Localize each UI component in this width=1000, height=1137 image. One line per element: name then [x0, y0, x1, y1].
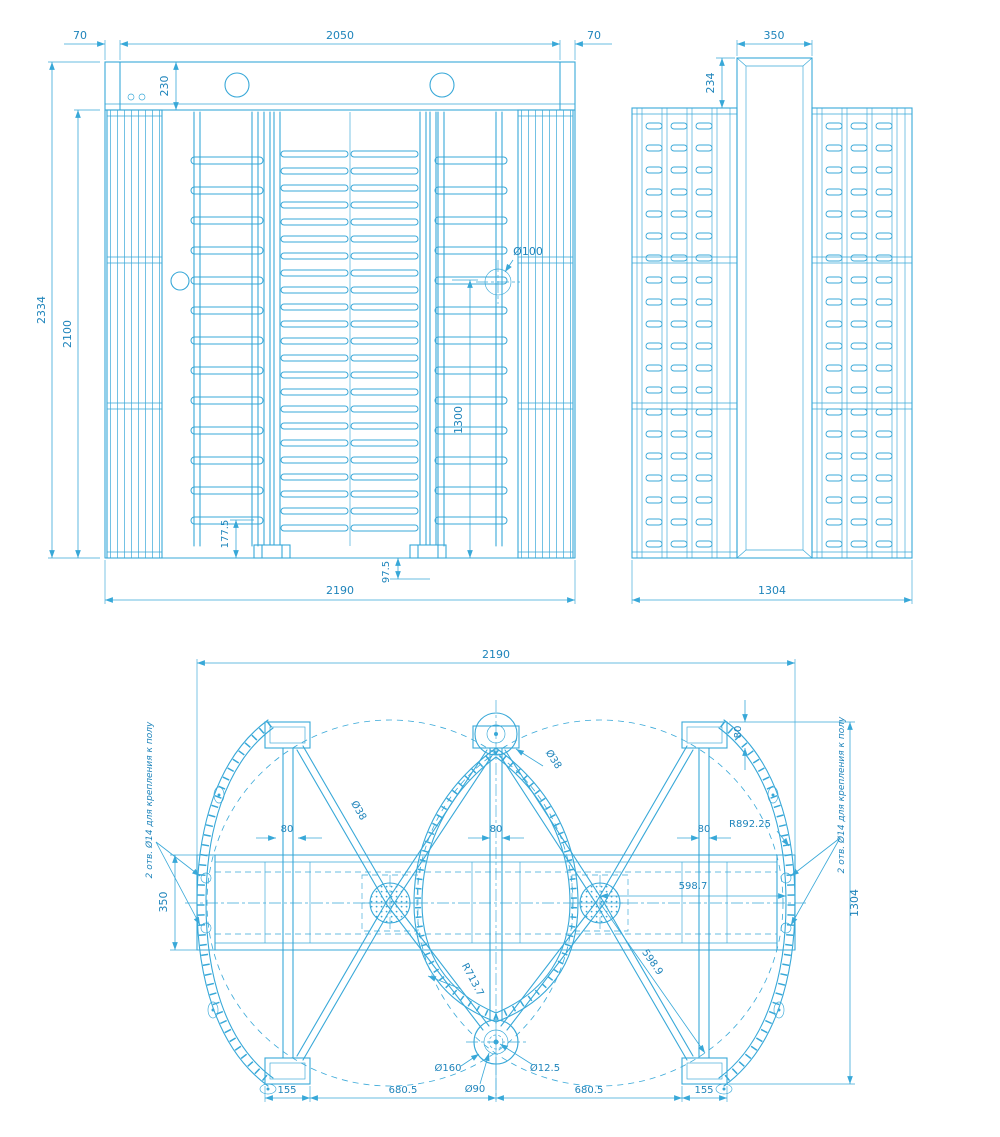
front-dimensions: 70 2050 70 230 2334 2100 Ø100 1300 177.5…	[35, 29, 612, 604]
rotor-post-right	[409, 111, 447, 559]
dim-598-7: 598.7	[679, 881, 708, 892]
dim-350-plan: 350	[157, 892, 170, 913]
dim-177-5: 177.5	[220, 520, 231, 549]
header-hole-right	[429, 72, 455, 98]
side-grid-panel-right	[822, 116, 897, 552]
dim-d100: Ø100	[513, 245, 543, 258]
dim-680-left: 680.5	[389, 1085, 418, 1096]
front-view: 70 2050 70 230 2334 2100 Ø100 1300 177.5…	[35, 29, 612, 604]
anchor-hole	[200, 922, 212, 934]
dim-d12-5: Ø12.5	[530, 1062, 560, 1074]
dim-70-left: 70	[73, 29, 87, 42]
dim-2190-front: 2190	[326, 584, 354, 597]
dim-d160: Ø160	[435, 1062, 462, 1074]
center-post-flange	[474, 712, 518, 756]
dim-350-side: 350	[764, 29, 785, 42]
dim-2100: 2100	[61, 320, 74, 348]
side-view: 350 234 1304	[631, 29, 913, 604]
front-grid-panel-right	[518, 110, 573, 558]
dim-80-center: 80	[490, 824, 503, 835]
anchor-hole	[780, 872, 792, 884]
dim-d38-right: Ø38	[543, 747, 564, 771]
dim-598-9: 598.9	[639, 948, 664, 978]
dim-155-right: 155	[694, 1085, 713, 1096]
rotor-arms-left	[280, 146, 350, 537]
side-column	[736, 57, 813, 559]
dim-d38-left: Ø38	[348, 799, 369, 823]
floor-mounting-note-right: 2 отв. Ø14 для крепления к полу	[836, 716, 847, 873]
anchor-hole	[780, 922, 792, 934]
dim-2050: 2050	[326, 29, 354, 42]
dim-80-right: 80	[698, 824, 711, 835]
dim-2334: 2334	[35, 296, 48, 324]
dim-230: 230	[158, 76, 171, 97]
dim-1304-side: 1304	[758, 584, 786, 597]
side-grid-panel-left	[642, 116, 717, 552]
front-header-beam	[104, 61, 576, 111]
header-hole-left	[224, 72, 250, 98]
mounting-tabs	[207, 786, 785, 1095]
dim-1304-plan: 1304	[848, 889, 861, 917]
dim-1300: 1300	[452, 406, 465, 434]
dim-80-left: 80	[281, 824, 294, 835]
lock-knob	[170, 271, 190, 291]
dim-680-right: 680.5	[575, 1085, 604, 1096]
ladder-barrier-left	[190, 146, 264, 536]
rotor-arms-plan	[296, 745, 694, 1061]
plan-posts	[264, 712, 728, 1085]
dim-80-post: 80	[733, 726, 744, 739]
dim-155-left: 155	[277, 1085, 296, 1096]
floor-mounting-note-left: 2 отв. Ø14 для крепления к полу	[144, 721, 155, 878]
rotor-arms-right	[350, 146, 420, 537]
dim-r892: R892.25	[729, 819, 771, 830]
plan-view: 2190 80 80 80 80 Ø38 Ø38 R892.25 598.7 5…	[144, 648, 861, 1102]
dim-70-right: 70	[587, 29, 601, 42]
ladder-barrier-right	[434, 146, 508, 536]
dim-97-5: 97.5	[381, 561, 392, 583]
dim-234: 234	[704, 73, 717, 94]
dim-d90: Ø90	[465, 1083, 486, 1095]
dim-2190-plan: 2190	[482, 648, 510, 661]
anchor-hole	[200, 872, 212, 884]
center-wall-right	[494, 747, 579, 1023]
side-dimensions: 350 234 1304	[631, 29, 913, 604]
front-grid-panel-left	[107, 110, 162, 558]
